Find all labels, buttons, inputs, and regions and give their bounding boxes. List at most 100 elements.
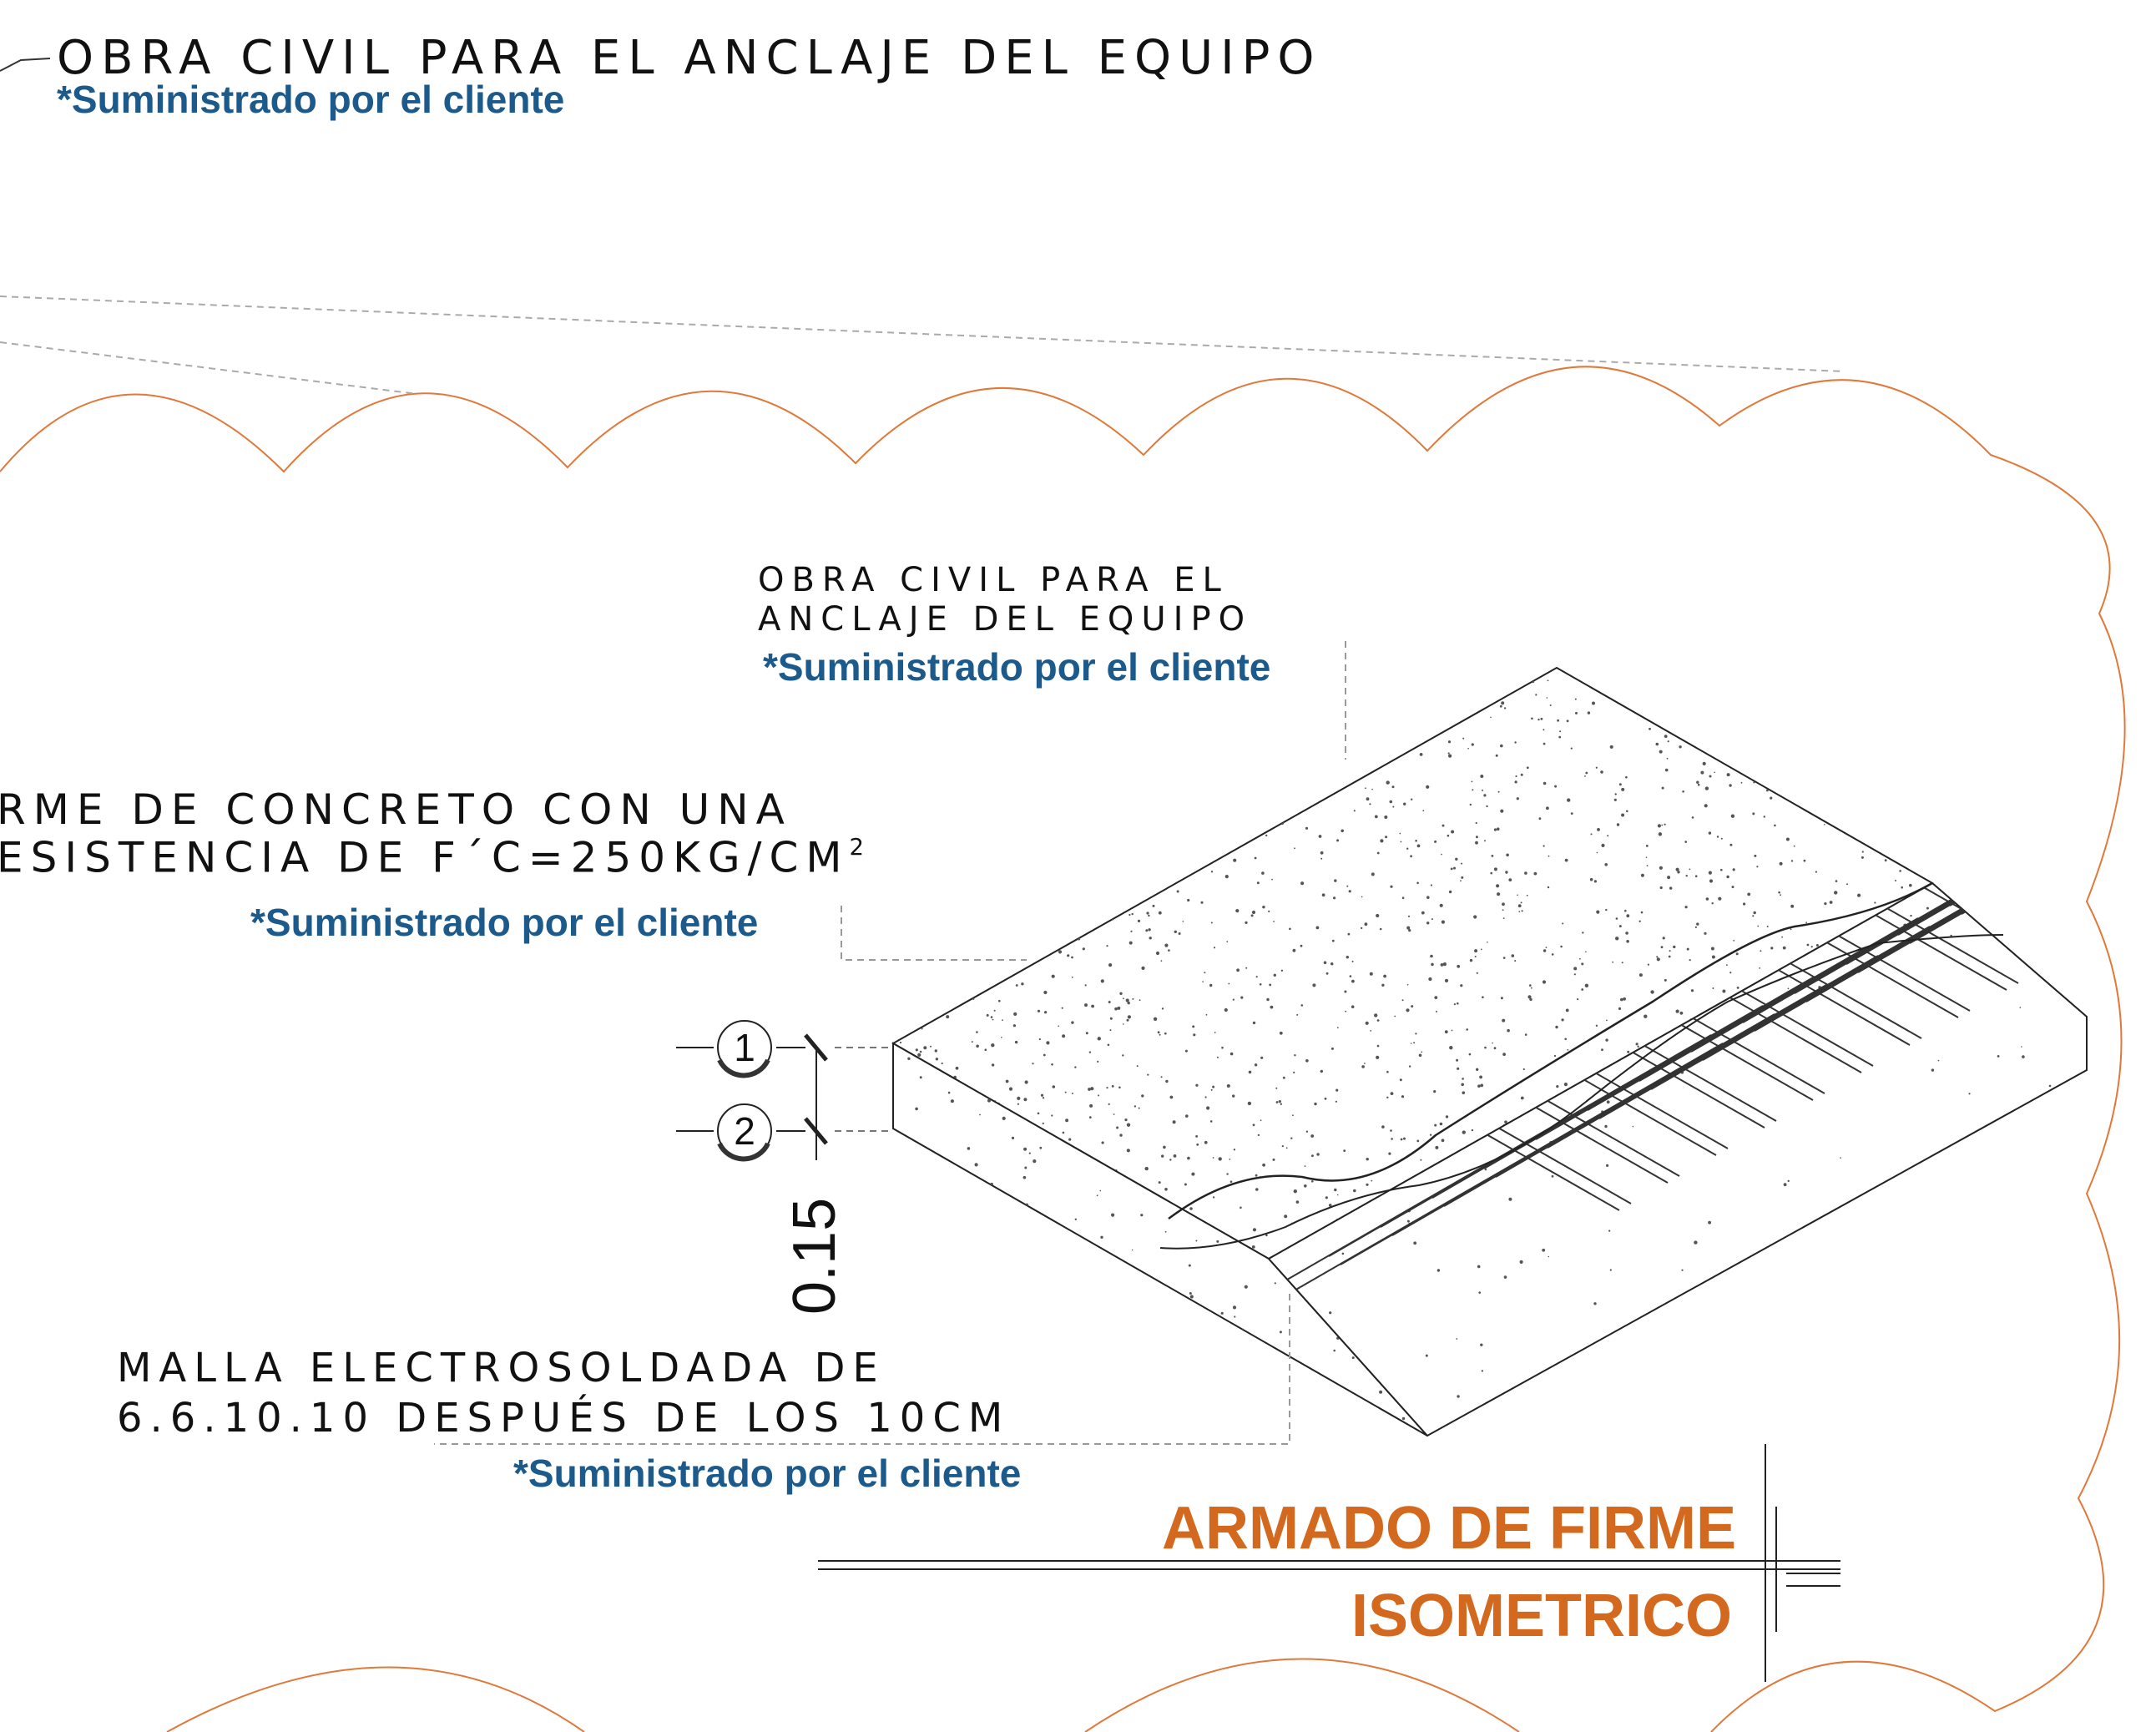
hatch-dot bbox=[1462, 1078, 1464, 1080]
hatch-dot bbox=[1054, 838, 1057, 841]
hatch-dot bbox=[1299, 808, 1303, 812]
hatch-dot bbox=[1265, 1234, 1268, 1237]
hatch-dot bbox=[1320, 857, 1323, 860]
hatch-dot bbox=[1503, 1275, 1507, 1279]
hatch-dot bbox=[1058, 1250, 1060, 1252]
hatch-dot bbox=[1075, 779, 1078, 782]
hatch-dot bbox=[1294, 847, 1295, 850]
hatch-dot bbox=[1365, 1021, 1369, 1025]
hatch-dot bbox=[1876, 1235, 1879, 1238]
hatch-dot bbox=[1558, 735, 1562, 739]
hatch-dot bbox=[1213, 810, 1216, 813]
hatch-dot bbox=[1161, 1007, 1164, 1010]
hatch-dot bbox=[947, 881, 951, 886]
hatch-dot bbox=[1162, 879, 1165, 883]
hatch-dot bbox=[1047, 1293, 1049, 1295]
hatch-dot bbox=[1697, 783, 1700, 786]
hatch-dot bbox=[1270, 716, 1274, 720]
hatch-dot bbox=[1490, 693, 1494, 696]
hatch-dot bbox=[1575, 711, 1578, 715]
hatch-dot bbox=[903, 753, 906, 757]
hatch-dot bbox=[1399, 1078, 1402, 1082]
hatch-dot bbox=[1684, 841, 1687, 843]
hatch-dot bbox=[1814, 1242, 1817, 1245]
hatch-dot bbox=[1316, 1153, 1320, 1156]
hatch-dot bbox=[952, 1184, 957, 1187]
hatch-dot bbox=[990, 1016, 993, 1018]
hatch-dot bbox=[1418, 1053, 1422, 1058]
hatch-dot bbox=[1840, 1157, 1841, 1159]
hatch-dot bbox=[1709, 775, 1712, 778]
hatch-dot bbox=[1128, 740, 1132, 744]
hatch-dot bbox=[2022, 1110, 2026, 1113]
hatch-dot bbox=[1164, 1032, 1167, 1035]
hatch-dot bbox=[1366, 797, 1370, 801]
hatch-dot bbox=[1126, 863, 1128, 866]
hatch-dot bbox=[944, 837, 947, 840]
hatch-dot bbox=[1570, 812, 1573, 815]
hatch-dot bbox=[1922, 1220, 1926, 1224]
hatch-dot bbox=[1567, 798, 1571, 802]
hatch-dot bbox=[1822, 1319, 1826, 1323]
hatch-dot bbox=[1144, 1166, 1149, 1171]
hatch-dot bbox=[1492, 1042, 1493, 1044]
hatch-dot bbox=[1255, 976, 1258, 978]
hatch-dot bbox=[1280, 1103, 1283, 1105]
hatch-dot bbox=[1125, 856, 1129, 861]
hatch-dot bbox=[1466, 1028, 1468, 1031]
hatch-dot bbox=[1659, 750, 1663, 754]
hatch-dot bbox=[937, 1222, 941, 1225]
hatch-dot bbox=[1098, 770, 1103, 774]
hatch-dot bbox=[1158, 911, 1162, 915]
hatch-dot bbox=[1667, 740, 1669, 743]
hatch-dot bbox=[919, 934, 922, 937]
hatch-dot bbox=[1361, 927, 1363, 930]
hatch-dot bbox=[1145, 929, 1149, 932]
hatch-dot bbox=[1115, 899, 1118, 903]
hatch-dot bbox=[1265, 711, 1269, 715]
hatch-dot bbox=[1176, 1373, 1179, 1376]
hatch-dot bbox=[1017, 722, 1020, 726]
hatch-dot bbox=[1626, 914, 1630, 918]
hatch-dot bbox=[947, 1205, 951, 1209]
hatch-dot bbox=[935, 1058, 939, 1061]
hatch-dot bbox=[930, 1214, 934, 1218]
hatch-dot bbox=[1540, 717, 1543, 720]
hatch-dot bbox=[1497, 790, 1500, 793]
hatch-dot bbox=[1017, 1317, 1019, 1320]
hatch-dot bbox=[1400, 841, 1402, 843]
hatch-dot bbox=[1065, 830, 1068, 833]
hatch-dot bbox=[1069, 1391, 1073, 1396]
hatch-dot bbox=[1126, 1149, 1130, 1153]
hatch-dot bbox=[1245, 921, 1248, 924]
hatch-dot bbox=[1065, 1118, 1069, 1123]
hatch-dot bbox=[1631, 704, 1633, 706]
hatch-dot bbox=[1007, 1238, 1011, 1242]
hatch-dot bbox=[1434, 840, 1437, 843]
hatch-dot bbox=[1050, 913, 1053, 916]
hatch-dot bbox=[894, 915, 897, 917]
hatch-dot bbox=[1104, 1429, 1108, 1433]
hatch-dot bbox=[1732, 868, 1735, 871]
hatch-dot bbox=[1876, 810, 1879, 813]
hatch-dot bbox=[963, 748, 966, 750]
hatch-dot bbox=[1290, 1137, 1293, 1139]
hatch-dot bbox=[1694, 926, 1697, 928]
hatch-dot bbox=[1876, 836, 1879, 838]
hatch-dot bbox=[1679, 705, 1681, 709]
hatch-dot bbox=[1493, 828, 1497, 831]
hatch-dot bbox=[1482, 1421, 1486, 1425]
hatch-dot bbox=[1726, 875, 1729, 879]
hatch-dot bbox=[1216, 715, 1220, 720]
hatch-dot bbox=[1759, 774, 1761, 776]
hatch-dot bbox=[941, 823, 944, 827]
hatch-dot bbox=[1884, 859, 1887, 862]
hatch-dot bbox=[1590, 833, 1593, 836]
hatch-dot bbox=[1712, 987, 1714, 989]
hatch-dot bbox=[1128, 876, 1133, 880]
hatch-dot bbox=[1242, 805, 1245, 809]
hatch-dot bbox=[1561, 1018, 1564, 1022]
hatch-dot bbox=[1493, 867, 1497, 871]
hatch-dot bbox=[1529, 997, 1532, 1002]
hatch-dot bbox=[1058, 755, 1061, 758]
